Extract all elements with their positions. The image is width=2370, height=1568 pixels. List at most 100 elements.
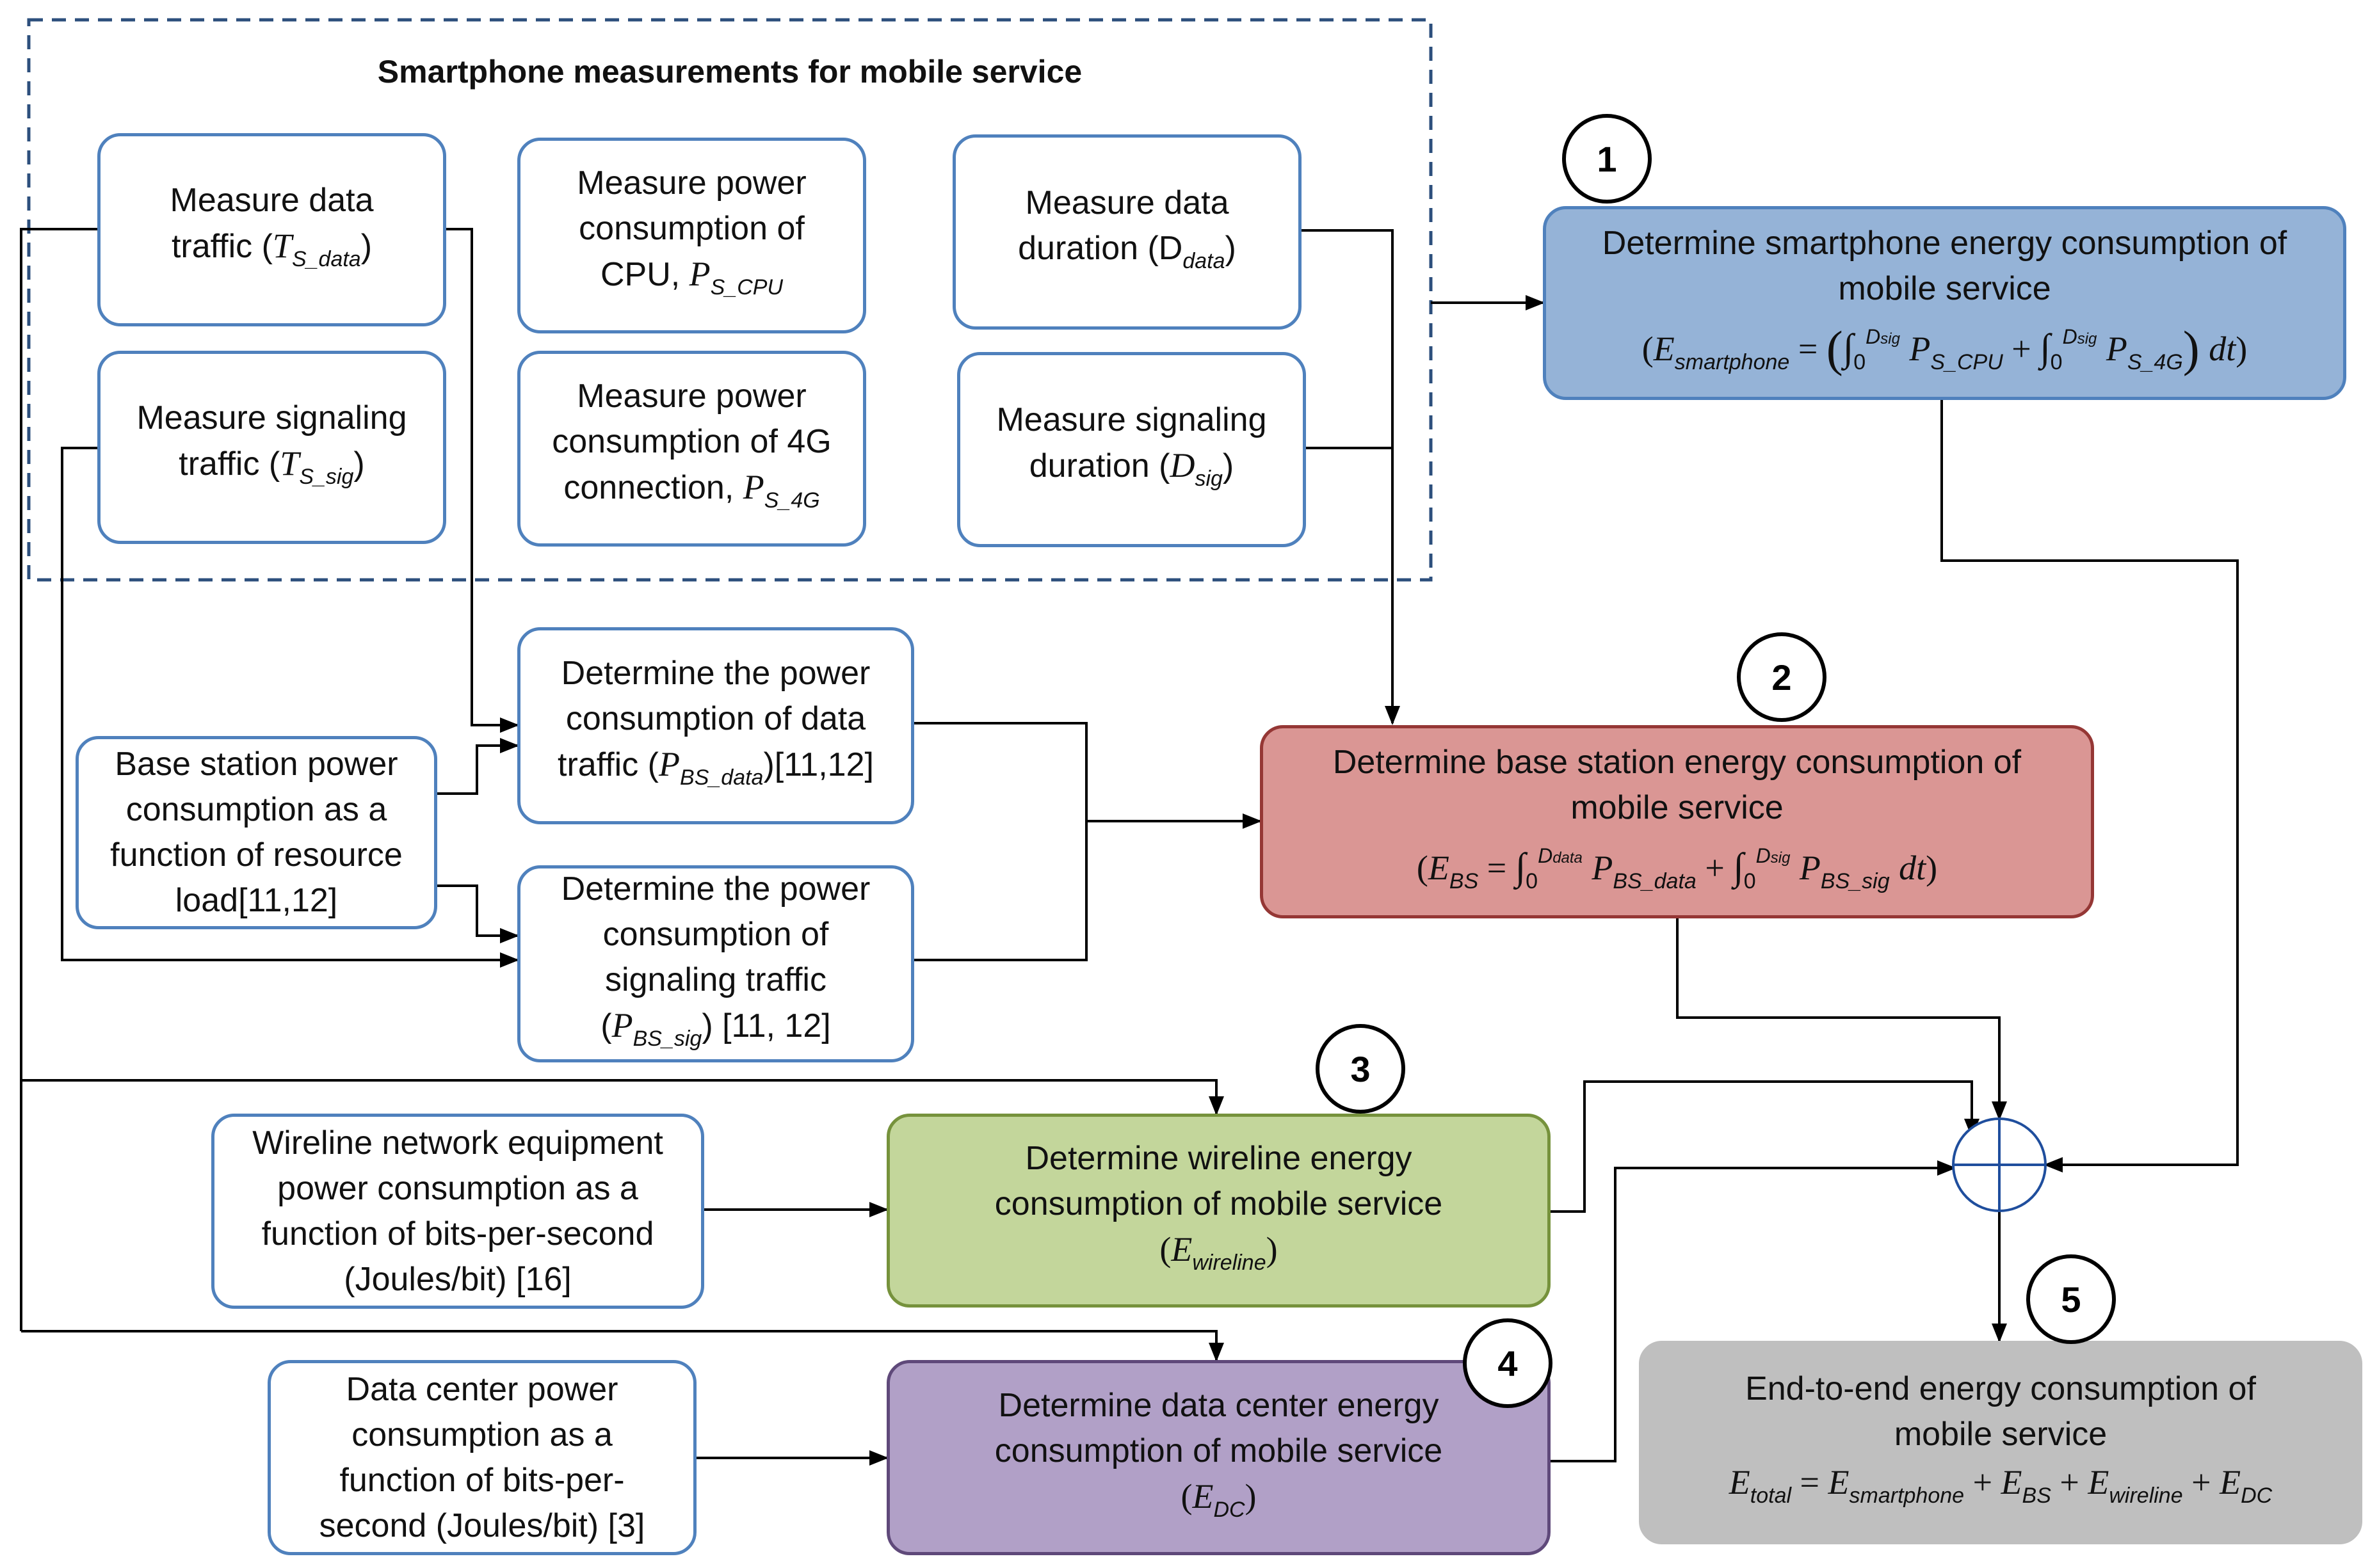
label-line: consumption of data: [565, 700, 866, 737]
label-line: traffic (TS_sig): [179, 441, 364, 500]
subscript: data: [1182, 248, 1225, 273]
symbol: E: [1653, 330, 1675, 368]
symbol: P: [2106, 330, 2127, 368]
paren: ): [1245, 1476, 1257, 1516]
label-line: consumption as a: [125, 791, 387, 828]
bs-energy-box: Determine base station energy consumptio…: [1260, 725, 2094, 918]
arrow-to-dc-top: [21, 1330, 1224, 1362]
label-line: Measure data: [1025, 184, 1229, 221]
upper-limit-sub: sig: [1770, 849, 1791, 867]
label-line: consumption of mobile service: [994, 1185, 1443, 1222]
plus: +: [2182, 1463, 2220, 1501]
label-line: Determine data center energy: [998, 1386, 1439, 1424]
label-line: power consumption as a: [277, 1169, 638, 1207]
symbol: P: [611, 1005, 633, 1044]
integral: ∫: [1842, 326, 1854, 369]
label-line: Base station power: [115, 746, 398, 783]
equals: =: [1478, 848, 1515, 887]
paren: (: [1181, 1476, 1193, 1516]
arrow-smartphone-to-sum: [1940, 400, 2239, 1172]
text: ): [360, 227, 373, 265]
dc-energy-box: Determine data center energy consumption…: [887, 1360, 1551, 1555]
arrow-bsload-to-pbs-data: [437, 738, 519, 795]
lower-limit: 0: [1526, 868, 1538, 893]
text: duration (: [1029, 447, 1170, 484]
subscript: DC: [2241, 1484, 2273, 1508]
label-line: traffic (PBS_data)[11,12]: [558, 742, 874, 801]
arrow-durations-to-bs: [1302, 447, 1400, 725]
upper-limit-sub: sig: [1880, 330, 1900, 348]
measure-signaling-traffic-box: Measure signaling traffic (TS_sig): [97, 351, 446, 544]
line-data-traffic-left: [20, 228, 97, 1331]
total-energy-box: End-to-end energy consumption of mobile …: [1639, 1341, 2362, 1544]
symbol: E: [2001, 1463, 2022, 1501]
label-line: Determine wireline energy: [1025, 1139, 1412, 1177]
paren: (: [1159, 1229, 1172, 1268]
text: duration (D: [1018, 229, 1183, 267]
step-number-5: 5: [2026, 1254, 2116, 1344]
arrow-wireline-to-sum: [1551, 1080, 1979, 1213]
symbol: P: [659, 745, 681, 783]
label-line: connection, PS_4G: [563, 465, 819, 524]
lower-limit: 0: [2050, 350, 2063, 374]
label-line: signaling traffic: [605, 961, 826, 998]
subscript: BS_sig: [633, 1026, 702, 1051]
label-line: function of resource: [110, 836, 403, 874]
subscript: S_data: [291, 246, 361, 271]
subscript: smartphone: [1674, 350, 1790, 374]
label-line: Data center power: [346, 1370, 618, 1408]
label-line: (Joules/bit) [16]: [344, 1260, 572, 1298]
line-pbs-data-out: [914, 722, 1088, 961]
sum-node: [1952, 1117, 2047, 1212]
label-line: mobile service: [1838, 270, 2051, 307]
line-data-duration-right: [1302, 229, 1394, 448]
text: ) [11, 12]: [702, 1007, 831, 1044]
label-line: function of bits-per-: [339, 1461, 625, 1499]
label-line: duration (Dsig): [1029, 443, 1234, 502]
upper-limit: D: [1866, 325, 1881, 348]
subscript: S_4G: [764, 488, 820, 513]
symbol: P: [743, 468, 764, 506]
measure-signaling-duration-box: Measure signaling duration (Dsig): [957, 352, 1306, 547]
paren: (: [1641, 330, 1654, 368]
arrow-bsload-to-pbs-sig: [437, 884, 519, 943]
measurements-group-title: Smartphone measurements for mobile servi…: [377, 54, 1083, 90]
subscript: DC: [1213, 1497, 1245, 1522]
symbol: P: [1909, 330, 1931, 368]
text: CPU,: [600, 256, 689, 293]
symbol: P: [1592, 848, 1613, 887]
plus: +: [1964, 1463, 2001, 1501]
label-line: Measure signaling: [136, 399, 407, 436]
label-line: consumption as a: [351, 1416, 613, 1453]
paren: ): [1926, 848, 1938, 887]
differential: dt: [1899, 848, 1926, 887]
label-line: (Ewireline): [1159, 1227, 1277, 1286]
text: ): [1225, 229, 1236, 267]
symbol: E: [1729, 1463, 1750, 1501]
upper-limit-sub: sig: [2077, 330, 2097, 348]
subscript: smartphone: [1849, 1484, 1965, 1508]
label-line: Measure power: [577, 378, 807, 415]
text: )[11,12]: [763, 746, 874, 783]
step-number-2: 2: [1737, 632, 1826, 722]
subscript: BS_data: [680, 765, 764, 790]
subscript: S_4G: [2127, 350, 2183, 374]
bs-load-box: Base station power consumption as a func…: [76, 736, 437, 929]
label-line: Measure signaling: [996, 401, 1267, 438]
symbol: D: [1170, 446, 1195, 484]
label-line: second (Joules/bit) [3]: [319, 1507, 645, 1544]
label-line: traffic (TS_data): [172, 223, 372, 282]
label-line: Measure data: [170, 181, 374, 219]
subscript: BS: [1449, 868, 1479, 893]
paren: (: [1826, 321, 1843, 376]
wireline-equipment-box: Wireline network equipment power consump…: [211, 1114, 704, 1309]
label-line: CPU, PS_CPU: [601, 252, 783, 310]
text: traffic (: [179, 445, 280, 483]
integral: ∫: [1515, 845, 1526, 888]
symbol: P: [1799, 848, 1821, 887]
subscript: BS_sig: [1820, 868, 1890, 893]
subscript: S_sig: [299, 464, 354, 489]
equation: (Esmartphone = (∫0Dsig PS_CPU + ∫0Dsig P…: [1642, 314, 2247, 385]
subscript: wireline: [2109, 1484, 2183, 1508]
